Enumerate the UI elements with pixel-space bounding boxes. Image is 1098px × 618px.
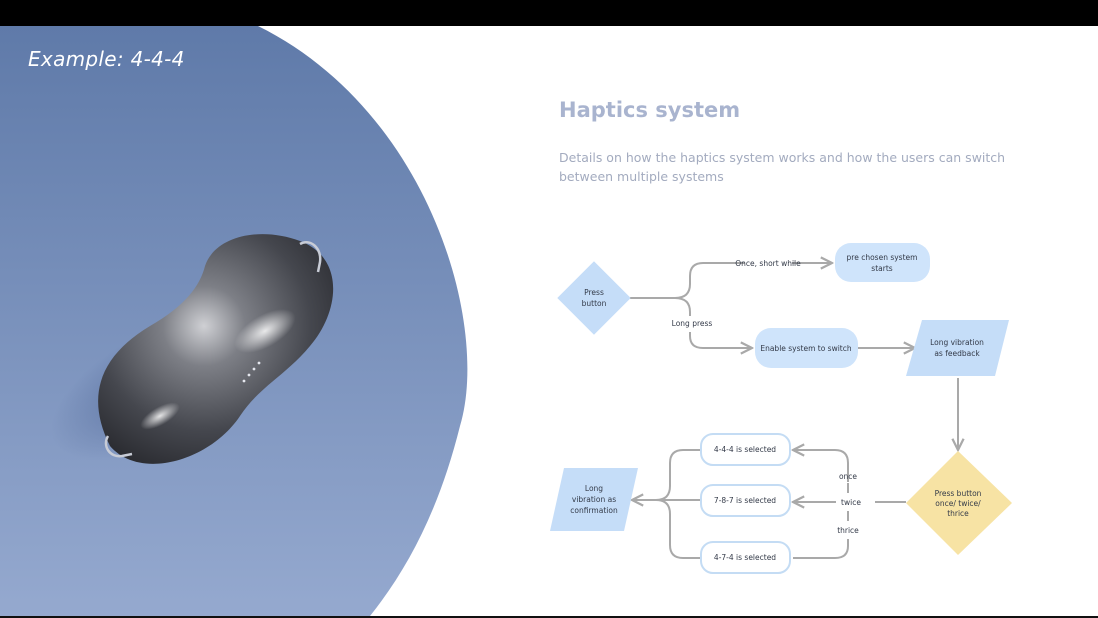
edge-444-merge bbox=[632, 449, 700, 501]
edge-label-twice: twice bbox=[841, 498, 861, 507]
edge-long-press-up bbox=[674, 297, 691, 316]
edge-press-split bbox=[630, 262, 745, 299]
edge-label-short-press: Once, short while bbox=[735, 259, 801, 268]
node-long-vibration-feedback: Long vibration as feedback bbox=[906, 320, 1009, 376]
node-confirm-line-2: vibration as bbox=[572, 495, 616, 504]
node-selected-474-label: 4-7-4 is selected bbox=[714, 553, 776, 562]
edge-long-press-down bbox=[689, 332, 752, 348]
node-press-count-line-1: Press button bbox=[935, 489, 982, 498]
node-selected-787: 7-8-7 is selected bbox=[700, 484, 791, 517]
node-feedback-line-2: as feedback bbox=[934, 349, 980, 358]
node-pre-chosen-line-1: pre chosen system bbox=[847, 253, 918, 262]
node-press-button: Press button bbox=[557, 261, 631, 335]
node-press-count: Press button once/ twice/ thrice bbox=[906, 451, 1012, 555]
device-highlight bbox=[234, 309, 296, 353]
node-press-count-line-2: once/ twice/ bbox=[935, 499, 981, 508]
node-long-vibration-confirmation: Long vibration as confirmation bbox=[550, 468, 638, 531]
edge-label-thrice: thrice bbox=[837, 526, 859, 535]
node-selected-474: 4-7-4 is selected bbox=[700, 541, 791, 574]
bottom-border bbox=[0, 616, 1098, 618]
node-enable-system: Enable system to switch bbox=[755, 328, 858, 368]
node-selected-444: 4-4-4 is selected bbox=[700, 433, 791, 466]
node-press-button-line-1: Press bbox=[584, 288, 604, 297]
top-black-bar bbox=[0, 0, 1098, 26]
device-ring-bottom bbox=[104, 435, 133, 458]
haptics-flowchart: Once, short while Long press once twice … bbox=[550, 243, 1012, 574]
example-label: Example: 4-4-4 bbox=[28, 47, 185, 71]
edge-count-vertical-bottom bbox=[793, 539, 849, 559]
node-pre-chosen-line-2: starts bbox=[871, 264, 892, 273]
device-dots bbox=[242, 361, 261, 383]
node-confirm-line-1: Long bbox=[585, 484, 603, 493]
device-body bbox=[98, 234, 334, 464]
page-subtitle: Details on how the haptics system works … bbox=[559, 150, 1006, 184]
node-enable-system-line-1: Enable system to switch bbox=[760, 344, 852, 353]
node-feedback-line-1: Long vibration bbox=[930, 338, 984, 347]
node-selected-444-label: 4-4-4 is selected bbox=[714, 445, 776, 454]
node-selected-787-label: 7-8-7 is selected bbox=[714, 496, 776, 505]
page-title: Haptics system bbox=[559, 98, 741, 122]
connectors bbox=[630, 262, 958, 559]
node-press-count-line-3: thrice bbox=[947, 509, 969, 518]
node-confirm-line-3: confirmation bbox=[570, 506, 618, 515]
node-pre-chosen-system: pre chosen system starts bbox=[835, 243, 930, 282]
edge-474-merge bbox=[655, 499, 700, 559]
hero-scene bbox=[0, 26, 1098, 616]
edge-label-once: once bbox=[839, 472, 857, 481]
edge-label-long-press: Long press bbox=[672, 319, 713, 328]
device-ring-top bbox=[299, 241, 322, 273]
device-highlight-2 bbox=[140, 402, 180, 430]
haptic-device bbox=[50, 234, 334, 464]
node-press-button-line-2: button bbox=[582, 299, 607, 308]
edge-count-vertical-top bbox=[793, 450, 849, 482]
hero-illustration bbox=[0, 26, 468, 616]
